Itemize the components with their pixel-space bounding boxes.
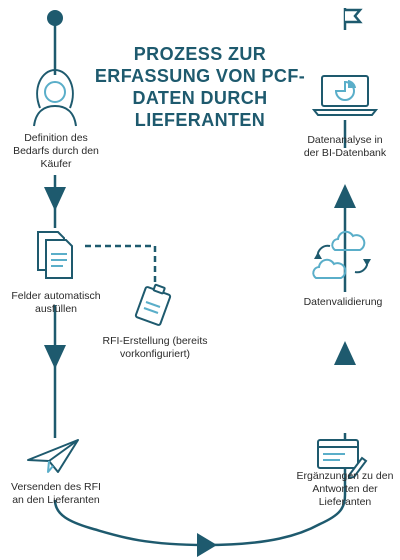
arrow-up-icon (334, 341, 356, 365)
clipboard-icon (134, 283, 172, 326)
flag-icon (343, 8, 363, 30)
arrow-down-icon (44, 187, 66, 211)
documents-icon (37, 231, 73, 279)
step-label-versenden: Versenden des RFI an den Lieferanten (11, 481, 101, 506)
paper-plane-icon (27, 439, 79, 473)
step-label-felder: Felder automatisch ausfüllen (11, 290, 101, 315)
arrow-down-icon (44, 345, 66, 369)
step-label-definition: Definition des Bedarfs durch den Käufer (13, 132, 99, 170)
arrow-right-icon (197, 533, 217, 557)
form-edit-icon (317, 439, 368, 480)
person-icon (33, 68, 77, 127)
start-dot-icon (47, 10, 63, 26)
arrow-up-icon (334, 184, 356, 208)
step-label-rfi-erstellung: RFI-Erstellung (bereits vorkonfiguriert) (102, 335, 208, 360)
step-label-datenanalyse: Datenanalyse in der BI-Datenbank (303, 134, 387, 159)
step-label-validierung: Datenvalidierung (303, 296, 383, 308)
dashed-connector (85, 244, 157, 282)
page-title: PROZESS ZUR ERFASSUNG VON PCF-DATEN DURC… (94, 44, 306, 130)
cloud-sync-icon (312, 230, 371, 279)
step-label-ergaenzungen: Ergänzungen zu den Antworten der Liefera… (296, 470, 394, 508)
laptop-chart-icon (311, 75, 379, 116)
